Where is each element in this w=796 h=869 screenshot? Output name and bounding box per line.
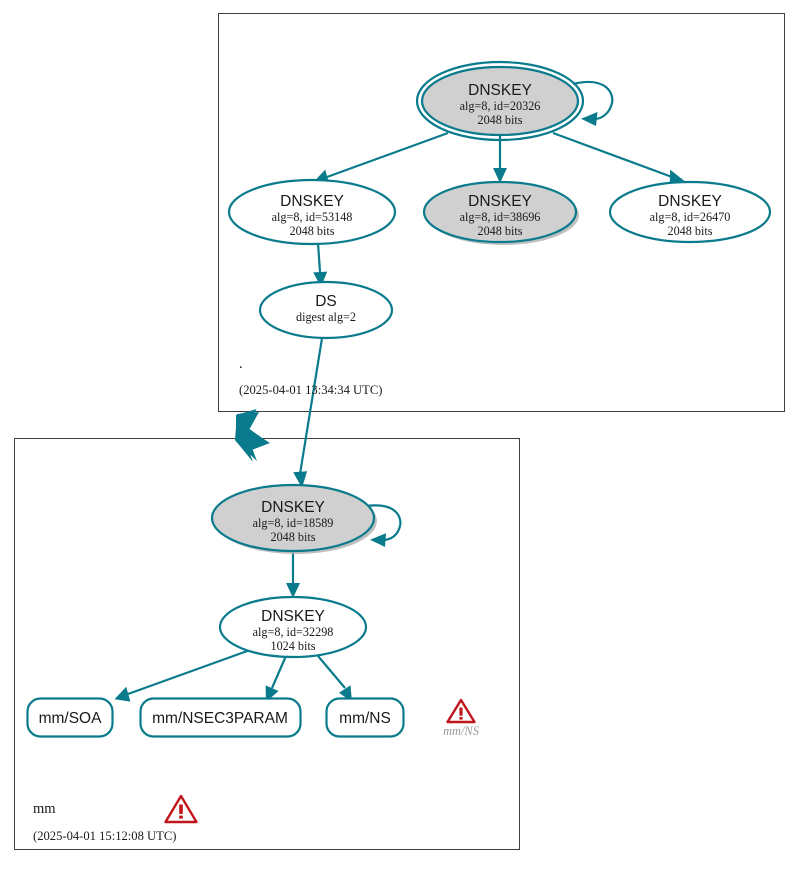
rrset-label-mm-nsec3param: mm/NSEC3PARAM xyxy=(152,710,288,727)
warning-triangle-icon xyxy=(164,794,198,824)
node-ellipse-ds xyxy=(258,280,394,340)
node-line2-20326: alg=8, id=20326 xyxy=(460,99,541,113)
self-loop-20326 xyxy=(572,81,614,126)
warning-label-mm-ns: mm/NS xyxy=(443,724,479,738)
node-line3-53148: 2048 bits xyxy=(289,224,334,238)
zone-label-mm: mm xyxy=(33,801,56,817)
node-line2-53148: alg=8, id=53148 xyxy=(272,210,353,224)
rrset-mm-soa[interactable]: mm/SOA xyxy=(26,697,114,738)
node-title-32298: DNSKEY xyxy=(261,608,325,625)
rrset-box-mm-ns xyxy=(325,697,405,738)
node-line3-18589: 2048 bits xyxy=(270,530,315,544)
node-ellipse-53148 xyxy=(227,178,397,246)
edge-mm-ksk-to-mm-zsk xyxy=(286,551,300,598)
edge-53148-to-ds xyxy=(313,242,328,287)
rrset-label-mm-soa: mm/SOA xyxy=(39,710,103,727)
node-ellipse-trust-anchor-ring-20326 xyxy=(415,60,585,142)
node-dnskey-18589[interactable]: DNSKEY alg=8, id=18589 2048 bits xyxy=(210,483,402,554)
node-ellipse-outer-20326 xyxy=(420,65,580,137)
node-line2-32298: alg=8, id=32298 xyxy=(253,625,334,639)
node-title-53148: DNSKEY xyxy=(280,193,344,210)
warning-mm-zone[interactable] xyxy=(164,794,198,824)
node-dnskey-53148[interactable]: DNSKEY alg=8, id=53148 2048 bits xyxy=(227,178,397,246)
rrset-mm-ns[interactable]: mm/NS xyxy=(325,697,405,738)
node-title-18589: DNSKEY xyxy=(261,499,325,516)
node-title-20326: DNSKEY xyxy=(468,82,532,99)
node-dnskey-32298[interactable]: DNSKEY alg=8, id=32298 1024 bits xyxy=(218,595,368,659)
node-line2-26470: alg=8, id=26470 xyxy=(650,210,731,224)
rrset-box-mm-soa xyxy=(26,697,114,738)
edge-ds-to-mm-ksk xyxy=(293,325,326,488)
node-ellipse-18589 xyxy=(210,483,376,553)
node-line2-ds: digest alg=2 xyxy=(296,310,356,324)
node-line2-18589: alg=8, id=18589 xyxy=(253,516,334,530)
node-line2-38696: alg=8, id=38696 xyxy=(460,210,541,224)
rrset-mm-nsec3param[interactable]: mm/NSEC3PARAM xyxy=(139,697,302,738)
node-line3-32298: 1024 bits xyxy=(270,639,315,653)
node-line3-38696: 2048 bits xyxy=(477,224,522,238)
zone-timestamp-mm: (2025-04-01 15:12:08 UTC) xyxy=(33,829,176,843)
zone-label-root: . xyxy=(239,356,243,372)
node-dnskey-38696[interactable]: DNSKEY alg=8, id=38696 2048 bits xyxy=(422,180,579,245)
warning-triangle-icon xyxy=(446,698,476,724)
node-ellipse-38696 xyxy=(422,180,578,244)
node-title-38696: DNSKEY xyxy=(468,193,532,210)
node-ellipse-26470 xyxy=(608,180,772,244)
node-title-ds: DS xyxy=(315,293,337,310)
delegation-arrow-root-to-mm xyxy=(235,409,270,462)
node-ds[interactable]: DS digest alg=2 xyxy=(258,280,394,340)
rrset-label-mm-ns: mm/NS xyxy=(339,710,391,727)
self-loop-18589 xyxy=(365,504,402,547)
zone-timestamp-root: (2025-04-01 13:34:34 UTC) xyxy=(239,383,382,397)
node-title-26470: DNSKEY xyxy=(658,193,722,210)
edge-mm-zsk-to-soa xyxy=(114,648,251,702)
node-line3-26470: 2048 bits xyxy=(667,224,712,238)
node-line3-20326: 2048 bits xyxy=(477,113,522,127)
edge-rootksk-to-26470 xyxy=(552,131,686,185)
node-dnskey-20326[interactable]: DNSKEY alg=8, id=20326 2048 bits xyxy=(415,60,614,142)
warning-mm-ns[interactable]: mm/NS xyxy=(443,698,479,738)
node-dnskey-26470[interactable]: DNSKEY alg=8, id=26470 2048 bits xyxy=(608,180,772,244)
node-ellipse-32298 xyxy=(218,595,368,659)
rrset-box-mm-nsec3param xyxy=(139,697,302,738)
